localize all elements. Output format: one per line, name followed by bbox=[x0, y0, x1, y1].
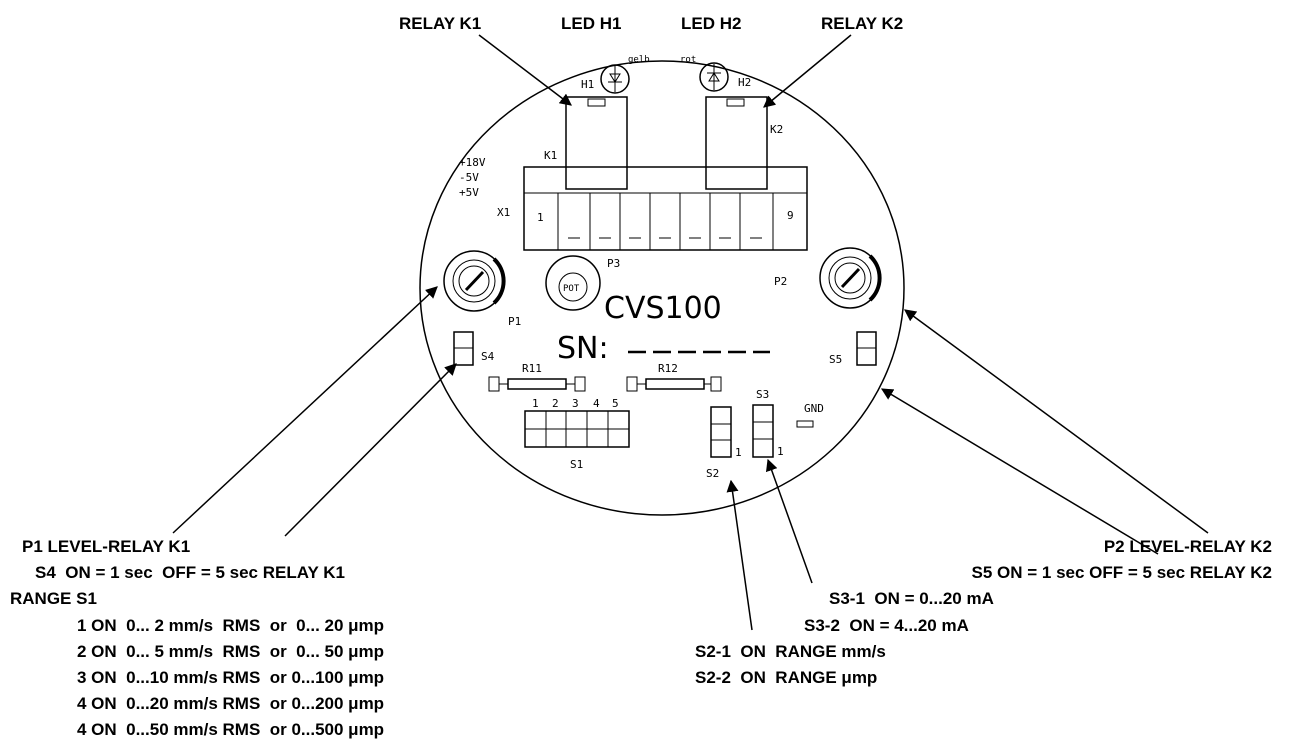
s1-label: S1 bbox=[570, 458, 583, 471]
s3-1-note: S3-1 ON = 0...20 mA bbox=[829, 589, 994, 608]
relay-k1: K1 bbox=[544, 96, 628, 190]
s3-label: S3 bbox=[756, 388, 769, 401]
arrow-p1 bbox=[172, 286, 438, 534]
switch-s2: 1 S2 bbox=[706, 406, 742, 480]
p1-label: P1 bbox=[508, 315, 521, 328]
r11-label: R11 bbox=[522, 362, 542, 375]
s1-pin-5: 5 bbox=[612, 397, 619, 410]
led-h2: H2 rot bbox=[680, 55, 751, 92]
voltage-18v-label: +18V bbox=[459, 156, 486, 169]
dip-switch-s1: 1 2 3 4 5 S1 bbox=[524, 397, 630, 471]
s3-one-label: 1 bbox=[777, 445, 784, 458]
led-h1: H1 gelb bbox=[581, 55, 650, 94]
relay-k1-title: RELAY K1 bbox=[399, 14, 481, 33]
rot-label: rot bbox=[680, 55, 696, 65]
p1-level-note: P1 LEVEL-RELAY K1 bbox=[22, 537, 190, 556]
s4-timing-note: S4 ON = 1 sec OFF = 5 sec RELAY K1 bbox=[35, 563, 345, 582]
p2-label: P2 bbox=[774, 275, 787, 288]
terminal-block-x1: 1 9 X1 bbox=[497, 166, 808, 251]
r12-label: R12 bbox=[658, 362, 678, 375]
voltage-minus5v-label: -5V bbox=[459, 171, 479, 184]
s1-pin-1: 1 bbox=[532, 397, 539, 410]
s1-pin-4: 4 bbox=[593, 397, 600, 410]
relay-k2: K2 bbox=[705, 96, 783, 190]
s2-1-note: S2-1 ON RANGE mm/s bbox=[695, 642, 886, 661]
arrow-s5 bbox=[880, 388, 1159, 555]
x1-label: X1 bbox=[497, 206, 510, 219]
s4-label: S4 bbox=[481, 350, 495, 363]
range-title: RANGE S1 bbox=[10, 589, 97, 608]
s2-one-label: 1 bbox=[735, 446, 742, 459]
arrow-s3-1 bbox=[765, 458, 813, 584]
range-row-4: 4 ON 0...20 mm/s RMS or 0...200 μmp bbox=[77, 694, 384, 713]
s2-2-note: S2-2 ON RANGE μmp bbox=[695, 668, 877, 687]
gnd-label: GND bbox=[804, 402, 824, 415]
voltage-plus5v-label: +5V bbox=[459, 186, 479, 199]
h2-label: H2 bbox=[738, 76, 751, 89]
switch-s3: 1 S3 bbox=[752, 388, 784, 458]
resistor-r12: R12 bbox=[626, 362, 722, 392]
arrow-relay-k1 bbox=[478, 34, 572, 106]
switch-s5: S5 bbox=[829, 331, 877, 366]
serial-label: SN: bbox=[557, 331, 609, 366]
range-row-5: 4 ON 0...50 mm/s RMS or 0...500 μmp bbox=[77, 720, 384, 739]
range-row-1: 1 ON 0... 2 mm/s RMS or 0... 20 μmp bbox=[77, 616, 384, 635]
gnd-pad: GND bbox=[796, 402, 824, 428]
relay-k2-title: RELAY K2 bbox=[821, 14, 903, 33]
arrow-relay-k2 bbox=[763, 34, 852, 108]
model-name: CVS100 bbox=[604, 291, 722, 326]
k2-label: K2 bbox=[770, 123, 783, 136]
switch-s4: S4 bbox=[453, 331, 495, 366]
arrow-s2 bbox=[726, 479, 753, 631]
k1-label: K1 bbox=[544, 149, 557, 162]
resistor-r11: R11 bbox=[488, 362, 586, 392]
range-row-2: 2 ON 0... 5 mm/s RMS or 0... 50 μmp bbox=[77, 642, 384, 661]
s5-timing-note: S5 ON = 1 sec OFF = 5 sec RELAY K2 bbox=[972, 563, 1273, 582]
arrow-s4 bbox=[284, 363, 457, 537]
s1-pin-3: 3 bbox=[572, 397, 579, 410]
s1-pin-2: 2 bbox=[552, 397, 559, 410]
led-h1-title: LED H1 bbox=[561, 14, 621, 33]
potentiometer-p2: P2 bbox=[774, 247, 882, 309]
h1-label: H1 bbox=[581, 78, 594, 91]
arrow-p2 bbox=[904, 309, 1209, 534]
gelb-label: gelb bbox=[628, 55, 650, 65]
s2-label: S2 bbox=[706, 467, 719, 480]
range-row-3: 3 ON 0...10 mm/s RMS or 0...100 μmp bbox=[77, 668, 384, 687]
potentiometer-p3: POT P3 bbox=[545, 255, 620, 311]
led-h2-title: LED H2 bbox=[681, 14, 741, 33]
pot-label: POT bbox=[563, 284, 580, 294]
x1-pin9-label: 9 bbox=[787, 209, 794, 222]
board-outline bbox=[419, 60, 905, 516]
s3-2-note: S3-2 ON = 4...20 mA bbox=[804, 616, 969, 635]
p2-level-note: P2 LEVEL-RELAY K2 bbox=[1104, 537, 1272, 556]
s5-label: S5 bbox=[829, 353, 842, 366]
potentiometer-p1: P1 bbox=[443, 250, 521, 328]
x1-pin1-label: 1 bbox=[537, 211, 544, 224]
p3-label: P3 bbox=[607, 257, 620, 270]
